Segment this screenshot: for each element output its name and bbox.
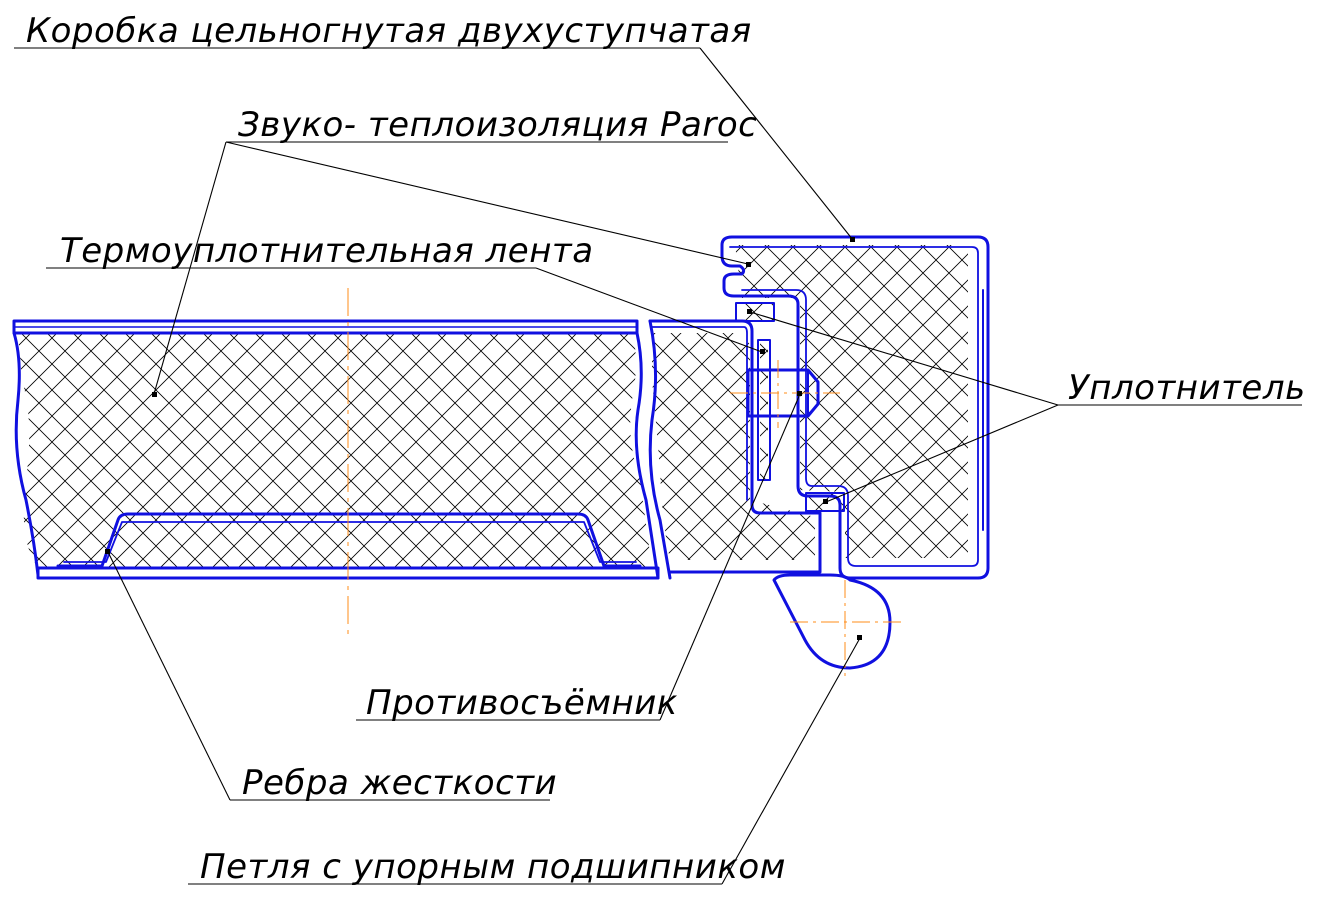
- leader-ribs: [107, 551, 231, 801]
- callouts: Коробка цельногнутая двухуступчатая Звук…: [26, 11, 1306, 887]
- leader-hinge: [721, 637, 861, 885]
- label-seal: Уплотнитель: [1068, 368, 1306, 408]
- leaf-break-left: [12, 331, 40, 577]
- label-box-frame: Коробка цельногнутая двухуступчатая: [26, 11, 752, 51]
- leader-insulation-a: [225, 141, 749, 265]
- thermal-tape-strip: [760, 340, 768, 480]
- leader-thermal-tape: [535, 267, 763, 353]
- insulation-fill: [18, 245, 968, 568]
- frame-insulation: [735, 245, 968, 558]
- seal-upper-box: [735, 302, 775, 322]
- door-leaf-insulation: [18, 333, 652, 568]
- dot-insulation-leaf: [152, 392, 157, 397]
- stiffening-rib-inner: [63, 521, 637, 563]
- leaf-right-top-inner: [651, 326, 748, 501]
- steel-profiles: [12, 235, 990, 670]
- center-lines: [347, 288, 902, 676]
- seal-lower-box: [805, 492, 845, 512]
- leader-seal-upper: [749, 311, 1059, 406]
- frame-inner: [729, 246, 979, 567]
- leader-box-frame: [699, 47, 854, 241]
- dot-box-frame: [850, 237, 855, 242]
- door-leaf-right-insulation: [652, 333, 815, 560]
- dot-seal-upper: [747, 309, 752, 314]
- dot-anti-removal: [797, 391, 802, 396]
- seal-upper: [736, 303, 774, 321]
- dot-seal-lower: [823, 499, 828, 504]
- leaf-break-mid-b: [648, 319, 672, 580]
- dot-hinge: [857, 635, 862, 640]
- label-anti-removal-pin: Противосъёмник: [366, 683, 678, 723]
- dot-ribs: [105, 549, 110, 554]
- label-stiffening-ribs: Ребра жесткости: [242, 763, 557, 803]
- dot-thermal-tape: [760, 349, 765, 354]
- frame-outer: [720, 235, 990, 580]
- hinge-body: [772, 573, 892, 670]
- label-thermal-tape: Термоуплотнительная лента: [60, 231, 594, 271]
- label-insulation: Звуко- теплоизоляция Paroc: [238, 105, 757, 145]
- dot-insulation-frame: [746, 262, 751, 267]
- leaf-break-mid-a: [634, 331, 660, 580]
- label-hinge-bearing: Петля с упорным подшипником: [200, 847, 786, 887]
- thermal-tape-plate: [757, 339, 771, 481]
- leader-lines: [14, 47, 1302, 885]
- leader-seal-lower: [825, 404, 1059, 503]
- stiffening-rib: [56, 512, 642, 568]
- leader-anti-removal: [659, 393, 801, 721]
